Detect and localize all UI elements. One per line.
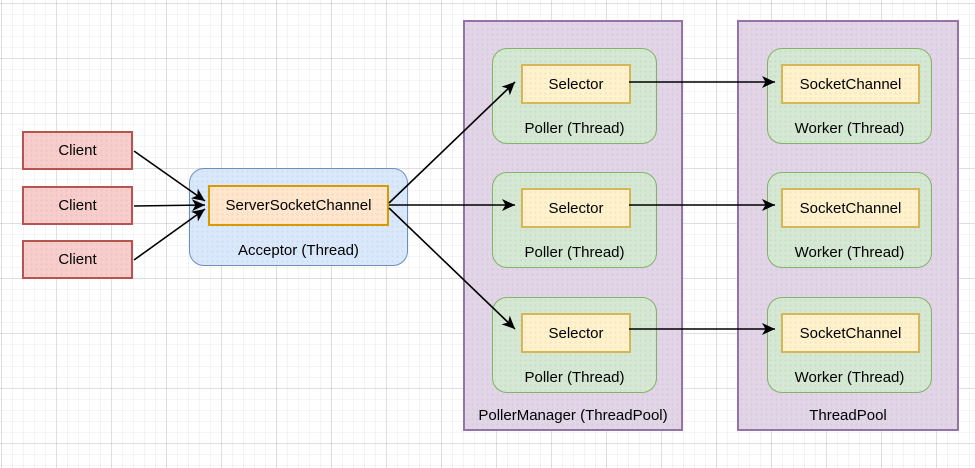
client-label: Client: [58, 197, 97, 214]
socket-channel-label: SocketChannel: [799, 75, 902, 93]
poller-label: Poller (Thread): [524, 369, 625, 386]
client-box-1[interactable]: Client: [22, 131, 133, 170]
socket-channel-label: SocketChannel: [799, 199, 902, 217]
thread-pool-container[interactable]: SocketChannel Worker (Thread) SocketChan…: [737, 20, 959, 431]
worker-label: Worker (Thread): [794, 120, 905, 137]
client-box-3[interactable]: Client: [22, 240, 133, 279]
client-label: Client: [58, 142, 97, 159]
selector-label: Selector: [548, 75, 604, 93]
worker-thread-box-2[interactable]: SocketChannel Worker (Thread): [767, 172, 932, 268]
selector-box-2[interactable]: Selector: [521, 188, 631, 228]
socket-channel-box-1[interactable]: SocketChannel: [781, 64, 920, 104]
selector-label: Selector: [548, 199, 604, 217]
socket-channel-box-3[interactable]: SocketChannel: [781, 313, 920, 353]
selector-box-1[interactable]: Selector: [521, 64, 631, 104]
selector-label: Selector: [548, 324, 604, 342]
socket-channel-label: SocketChannel: [799, 324, 902, 342]
thread-pool-label: ThreadPool: [809, 407, 887, 424]
worker-thread-box-3[interactable]: SocketChannel Worker (Thread): [767, 297, 932, 393]
worker-label: Worker (Thread): [794, 244, 905, 261]
poller-label: Poller (Thread): [524, 244, 625, 261]
client-label: Client: [58, 251, 97, 268]
poller-manager-container[interactable]: Selector Poller (Thread) Selector Poller…: [463, 20, 683, 431]
poller-manager-label: PollerManager (ThreadPool): [478, 407, 668, 424]
poller-thread-box-1[interactable]: Selector Poller (Thread): [492, 48, 657, 144]
acceptor-thread-group[interactable]: ServerSocketChannel Acceptor (Thread): [189, 168, 408, 266]
acceptor-label: Acceptor (Thread): [238, 242, 359, 259]
poller-thread-box-3[interactable]: Selector Poller (Thread): [492, 297, 657, 393]
server-socket-channel-label: ServerSocketChannel: [225, 197, 372, 214]
socket-channel-box-2[interactable]: SocketChannel: [781, 188, 920, 228]
poller-thread-box-2[interactable]: Selector Poller (Thread): [492, 172, 657, 268]
worker-label: Worker (Thread): [794, 369, 905, 386]
client-box-2[interactable]: Client: [22, 186, 133, 225]
poller-label: Poller (Thread): [524, 120, 625, 137]
server-socket-channel-box[interactable]: ServerSocketChannel: [208, 185, 389, 226]
worker-thread-box-1[interactable]: SocketChannel Worker (Thread): [767, 48, 932, 144]
selector-box-3[interactable]: Selector: [521, 313, 631, 353]
